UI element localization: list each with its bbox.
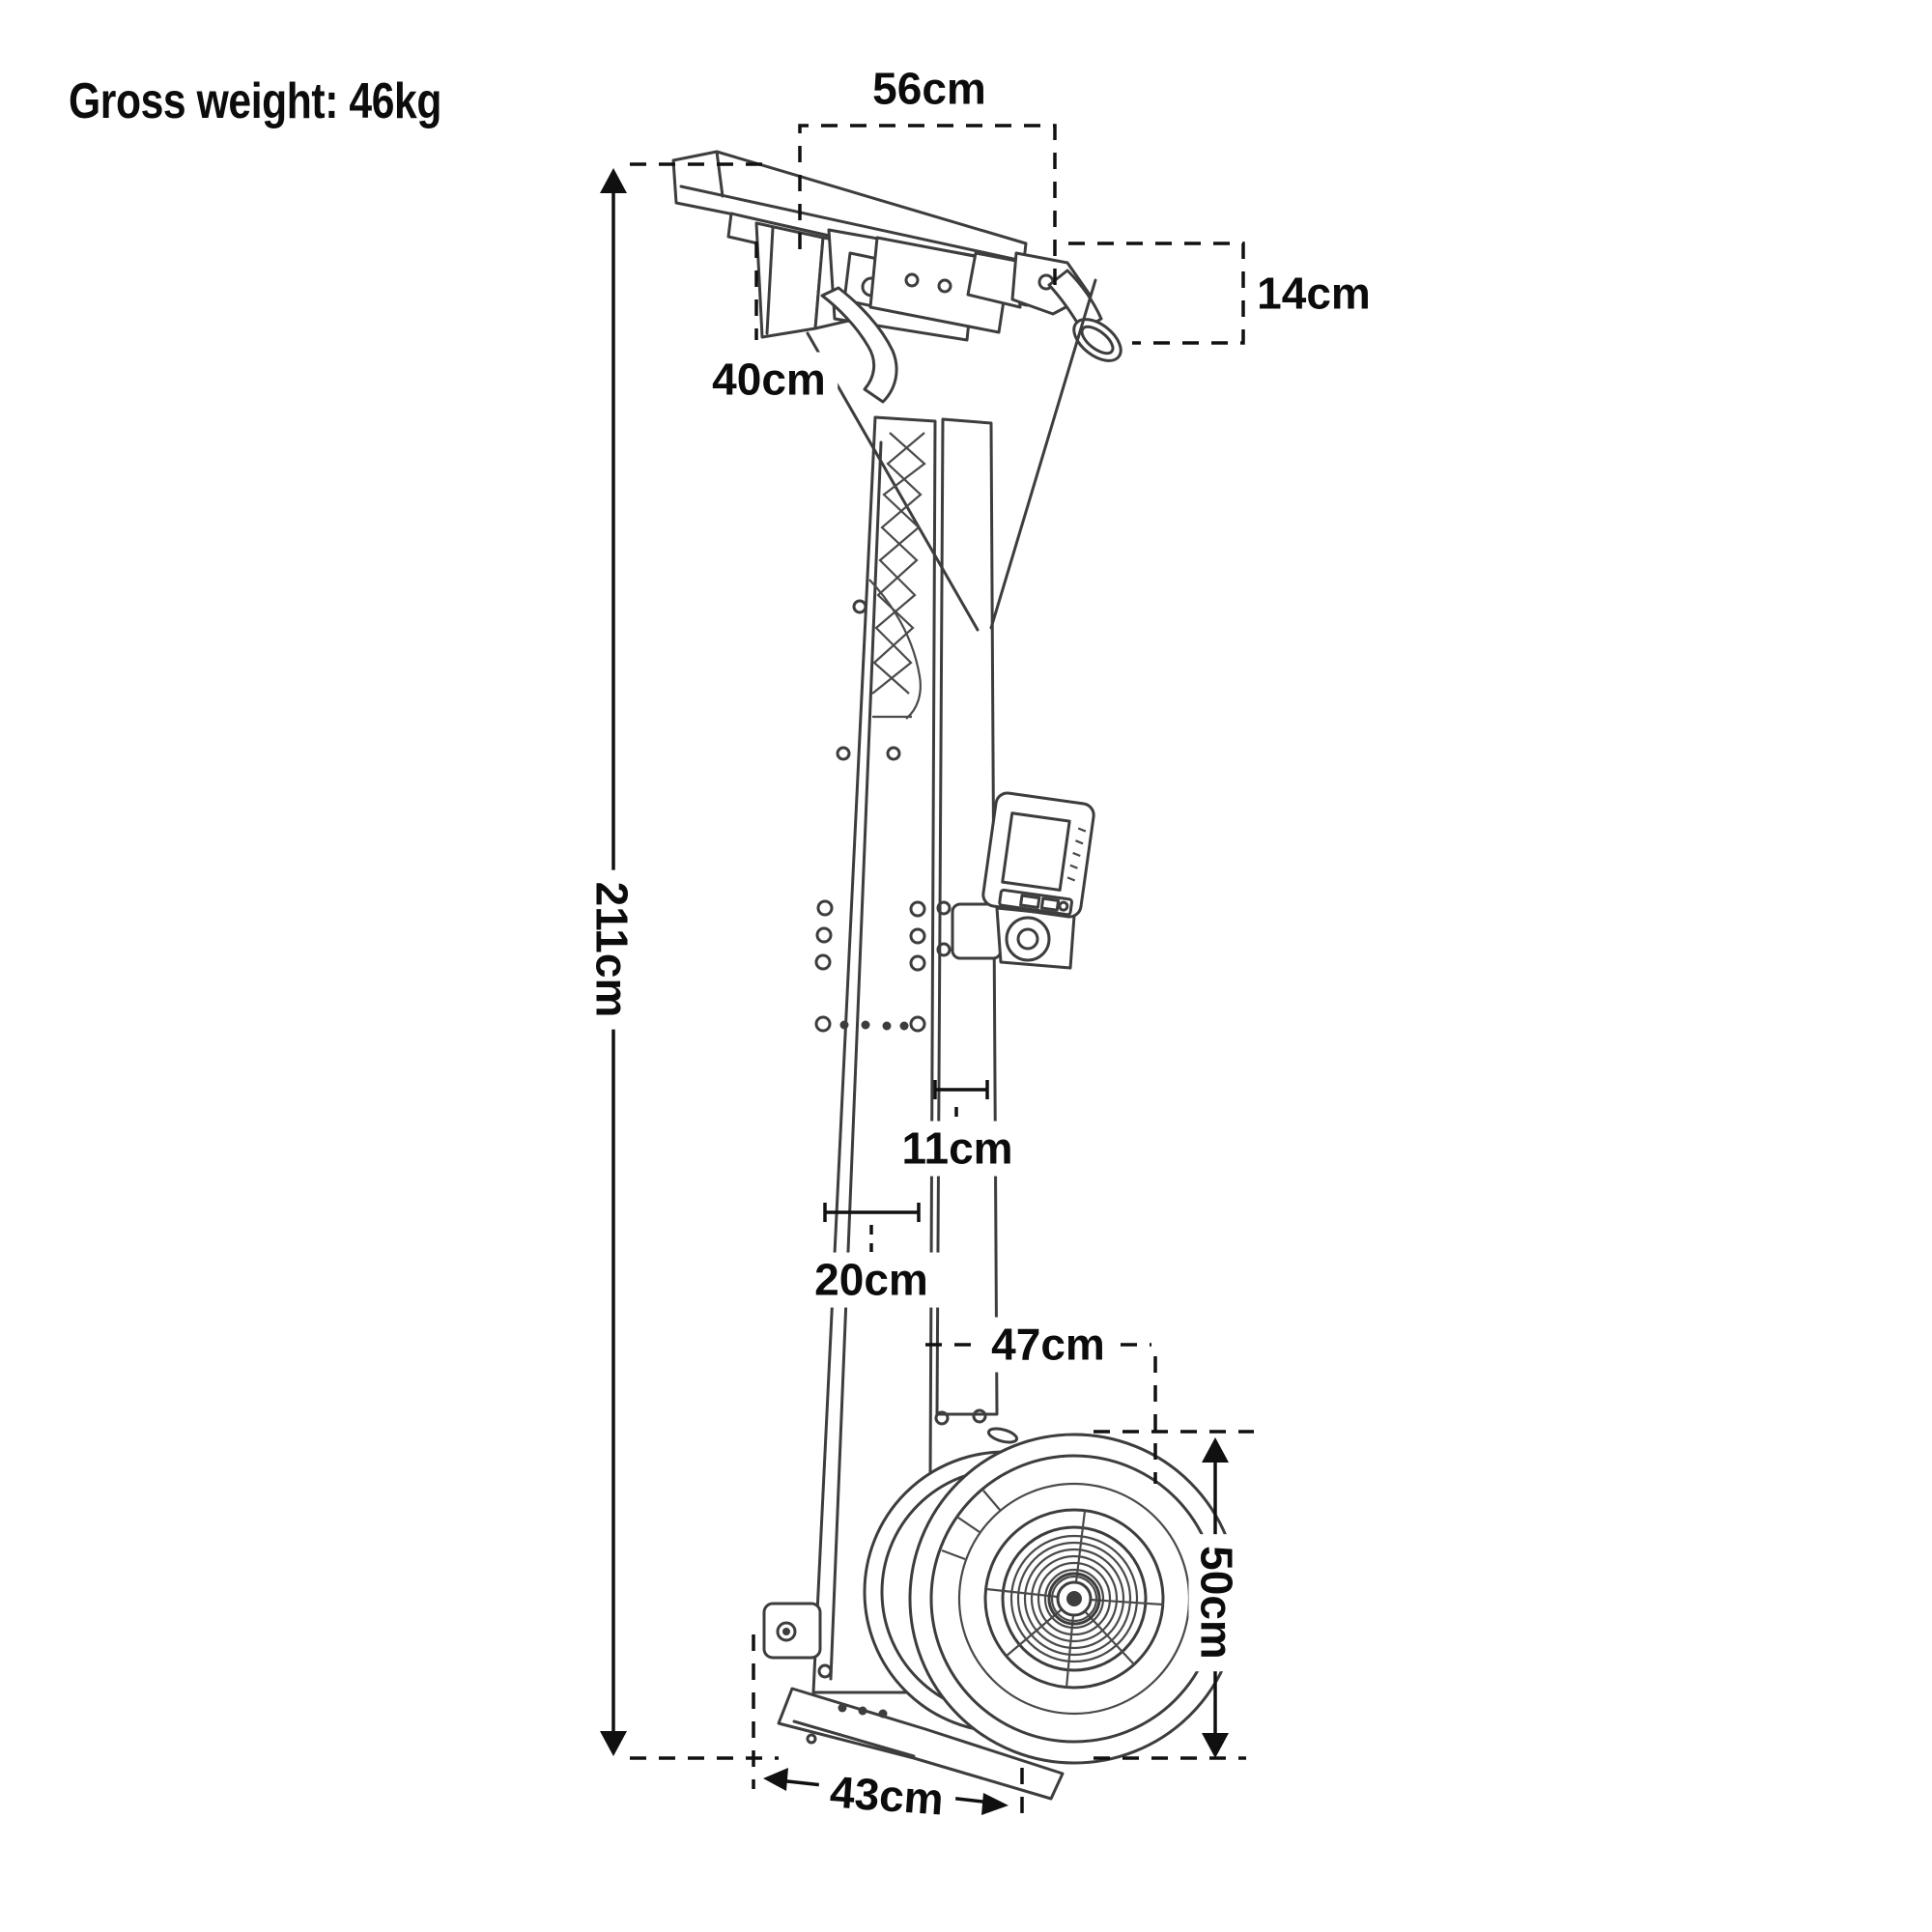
dim-label-base-depth: 43cm bbox=[816, 1763, 957, 1829]
dim-label-total-height: 211cm bbox=[583, 869, 639, 1030]
dim-label-top-width: 56cm bbox=[861, 61, 998, 117]
dimension-top-width-56 bbox=[798, 124, 1057, 292]
dim-label-rail-side-width: 11cm bbox=[890, 1121, 1025, 1177]
handle-hook bbox=[820, 286, 898, 404]
flywheel bbox=[863, 1427, 1240, 1765]
gross-weight-label: Gross weight: 46kg bbox=[59, 71, 451, 133]
performance-monitor bbox=[951, 791, 1095, 970]
base-foot bbox=[762, 1602, 1065, 1801]
dim-label-flywheel-height: 50cm bbox=[1188, 1534, 1244, 1671]
fan-grille bbox=[985, 1510, 1164, 1689]
dimension-rail-20 bbox=[823, 1203, 921, 1252]
dimension-flywheel-50 bbox=[1094, 1430, 1254, 1760]
handle-clamp bbox=[820, 228, 1092, 404]
dim-label-rail-front-width: 20cm bbox=[803, 1252, 940, 1308]
handle-grip bbox=[1047, 269, 1122, 362]
dim-label-handle-offset: 14cm bbox=[1245, 266, 1382, 322]
dimension-flywheel-47 bbox=[925, 1343, 1157, 1484]
dim-label-flywheel-width: 47cm bbox=[980, 1317, 1117, 1373]
dimension-handle-14 bbox=[1068, 242, 1245, 345]
dim-label-head-depth: 40cm bbox=[700, 352, 838, 408]
